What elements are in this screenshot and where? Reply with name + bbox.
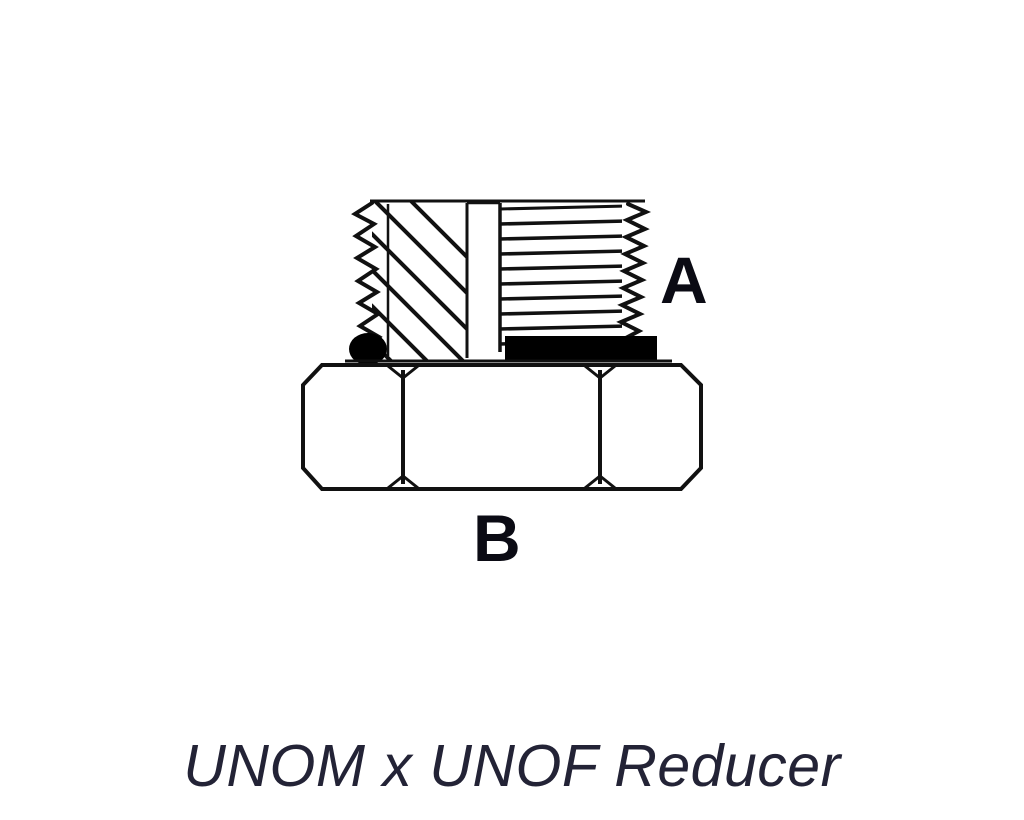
sectioned-thread-crest-profile	[351, 201, 383, 358]
left-seal-oring	[349, 333, 387, 365]
center-bore-group	[467, 201, 502, 352]
threaded-body-group	[345, 199, 672, 365]
right-seal-bar	[505, 336, 657, 360]
hex-notch-bottom-left	[387, 474, 419, 490]
male-thread-crest-profile	[616, 202, 652, 350]
hex-body-group	[301, 363, 703, 491]
hex-outline	[301, 363, 703, 491]
sectioned-thread-group	[351, 200, 469, 360]
hex-notch-top-right	[584, 364, 616, 380]
hex-notch-bottom-right	[584, 474, 616, 490]
hex-notch-top-left	[387, 364, 419, 380]
section-hatching	[372, 200, 468, 360]
